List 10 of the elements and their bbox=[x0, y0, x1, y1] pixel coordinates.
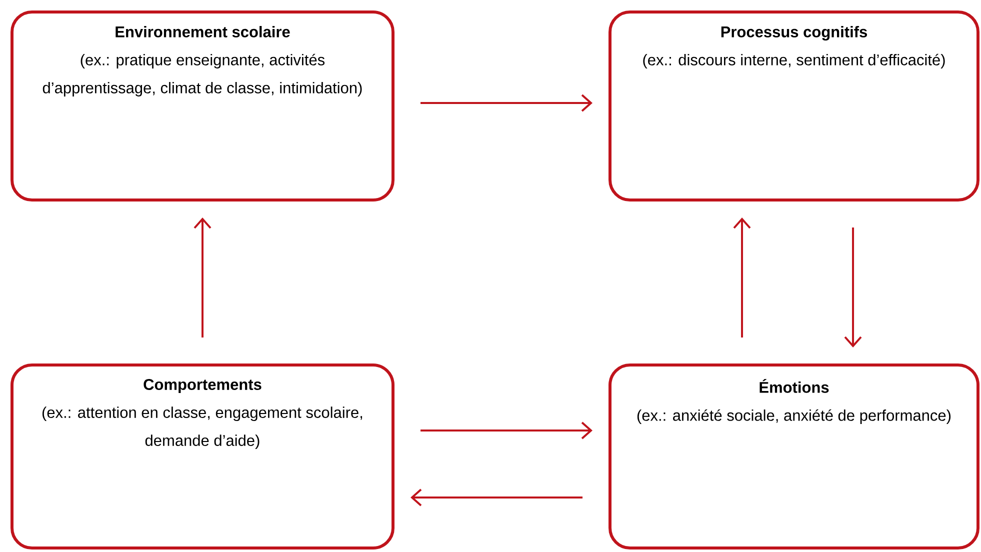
arrow bbox=[194, 218, 212, 338]
rounded-box: Environnement scolaire (ex.: pratique enseignante, activités d’apprentissage, climat de classe, intimidation) bbox=[10, 10, 394, 202]
rounded-box: Comportements (ex.: attention en classe, engagement scolaire, demande d’aide) bbox=[10, 364, 394, 550]
arrow bbox=[420, 94, 593, 112]
rounded-box: Processus cognitifs (ex.: discours interne, sentiment d’efficacité) bbox=[608, 10, 980, 202]
arrow bbox=[844, 228, 862, 348]
arrow bbox=[410, 488, 582, 506]
arrow bbox=[733, 218, 751, 338]
arrow bbox=[420, 422, 593, 440]
rounded-box: Émotions (ex.: anxiété sociale, anxiété de performance) bbox=[608, 364, 980, 550]
